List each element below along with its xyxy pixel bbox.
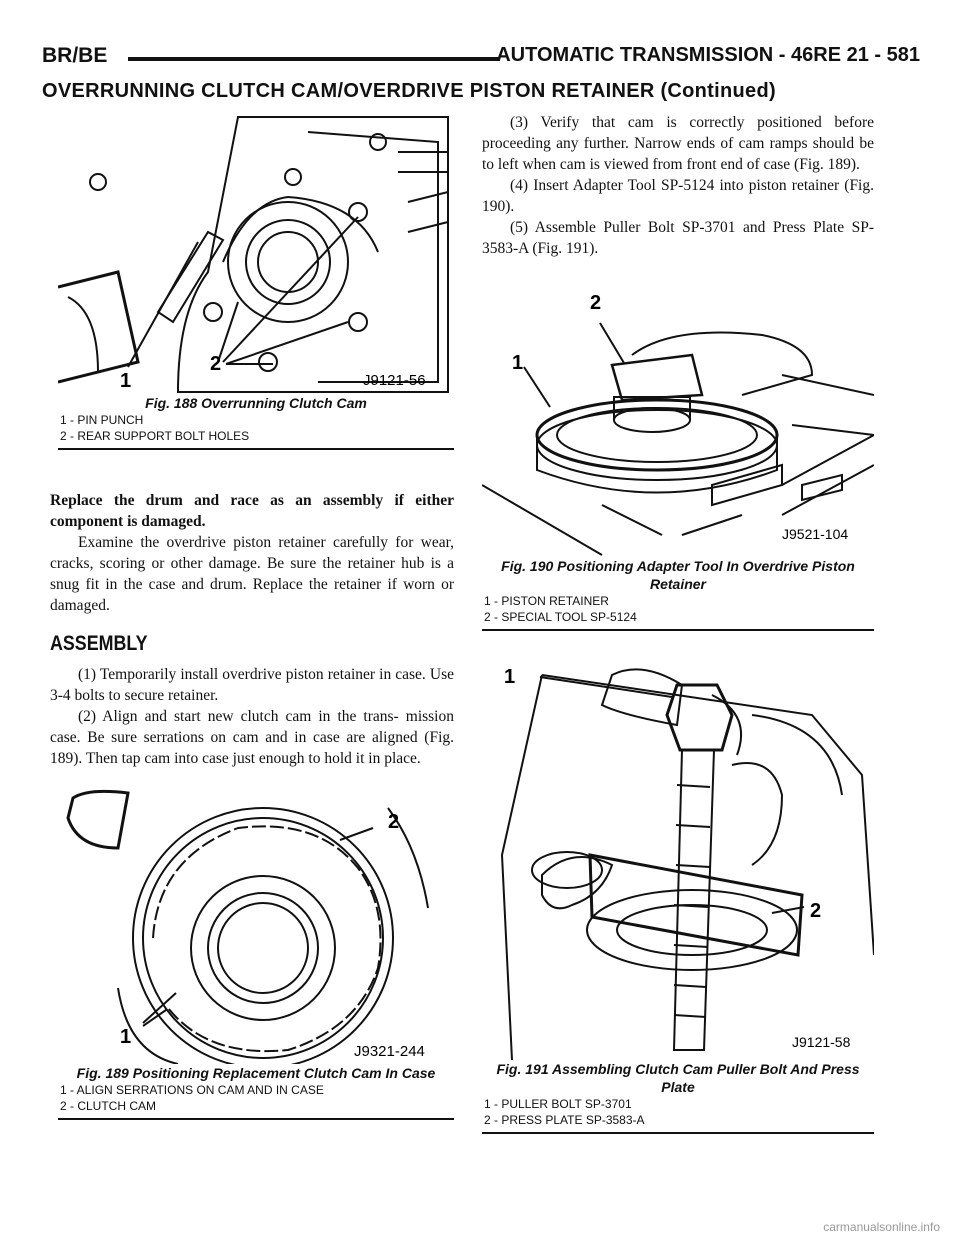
figure-189: 1 2 J9321-244 Fig. 189 Positioning Repla… [58,788,454,1120]
fig189-legend-2: 2 - CLUTCH CAM [60,1099,157,1113]
fig190-callout-1: 1 [512,352,523,374]
right-column-text: (3) Verify that cam is correctly positio… [482,112,874,259]
fig191-legend-2: 2 - PRESS PLATE SP-3583-A [484,1113,645,1127]
fig188-illustration: 1 2 J9121-56 [58,116,449,393]
fig189-code: J9321-244 [354,1043,425,1060]
fig190-illustration: 1 2 J9521-104 [482,292,874,556]
fig191-callout-2: 2 [810,900,821,922]
fig190-rule [482,629,874,631]
fig188-legend-1: 1 - PIN PUNCH [60,413,144,427]
fig191-legend-1: 1 - PULLER BOLT SP-3701 [484,1097,632,1111]
fig191-code: J9121-58 [792,1034,851,1050]
fig188-callout-1: 1 [120,370,131,392]
warning-replace-drum: Replace the drum and race as an assembly… [50,492,454,530]
fig189-title: Fig. 189 Positioning Replacement Clutch … [76,1065,436,1081]
assembly-step-5: (5) Assemble Puller Bolt SP-3701 and Pre… [482,219,874,257]
header-model: BR/BE [42,44,108,67]
fig190-legend-2: 2 - SPECIAL TOOL SP-5124 [484,610,637,624]
fig191-callout-1: 1 [504,666,515,688]
header-section-page: AUTOMATIC TRANSMISSION - 46RE 21 - 581 [496,44,920,66]
fig191-title: Fig. 191 Assembling Clutch Cam Puller Bo… [496,1061,860,1095]
fig191-rule [482,1132,874,1134]
assembly-heading: ASSEMBLY [50,632,148,655]
footer-watermark: carmanualsonline.info [823,1220,940,1234]
figure-191: 1 2 J9121-58 Fig. 191 Assembling Clutch … [482,655,874,1134]
page-header: BR/BE AUTOMATIC TRANSMISSION - 46RE 21 -… [42,44,920,74]
fig190-callout-2: 2 [590,292,601,314]
fig189-callout-2: 2 [388,811,399,833]
fig188-title: Fig. 188 Overrunning Clutch Cam [145,395,367,411]
assembly-step-2: (2) Align and start new clutch cam in th… [50,708,454,767]
fig189-rule [58,1118,454,1120]
fig189-legend-1: 1 - ALIGN SERRATIONS ON CAM AND IN CASE [60,1083,324,1097]
fig190-code: J9521-104 [782,526,848,542]
assembly-step-1: (1) Temporarily install overdrive piston… [50,666,454,704]
fig189-illustration: 1 2 J9321-244 [66,789,429,1064]
fig188-legend-2: 2 - REAR SUPPORT BOLT HOLES [60,429,250,443]
figure-188: 1 2 J9121-56 Fig. 188 Overrunning Clutch… [58,112,454,450]
fig188-code: J9121-56 [363,372,426,389]
left-column-text: Replace the drum and race as an assembly… [50,490,454,769]
fig190-legend-1: 1 - PISTON RETAINER [484,594,609,608]
assembly-step-3: (3) Verify that cam is correctly positio… [482,114,874,173]
assembly-step-4: (4) Insert Adapter Tool SP-5124 into pis… [482,177,874,215]
header-rule [128,57,500,61]
fig189-callout-1: 1 [120,1026,131,1048]
figure-190: 1 2 J9521-104 Fig. 190 Positioning Adapt… [482,285,874,631]
fig191-illustration: 1 2 J9121-58 [500,666,874,1060]
fig188-rule [58,448,454,450]
para-examine-retainer: Examine the overdrive piston retainer ca… [50,534,454,614]
fig190-title: Fig. 190 Positioning Adapter Tool In Ove… [501,558,855,592]
section-title: OVERRUNNING CLUTCH CAM/OVERDRIVE PISTON … [42,80,776,102]
fig188-callout-2: 2 [210,353,221,375]
